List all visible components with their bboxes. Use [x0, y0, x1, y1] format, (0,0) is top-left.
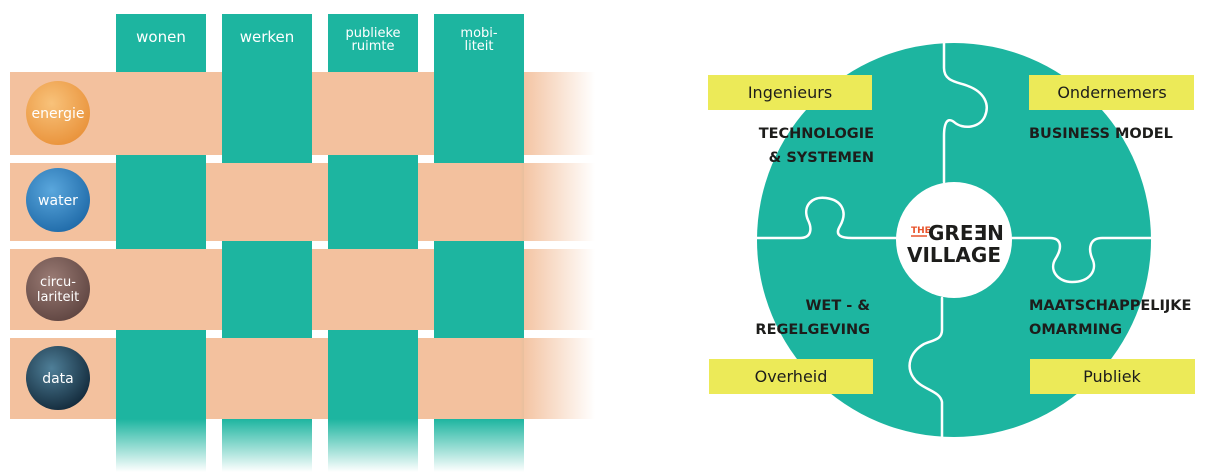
column-header-mobiliteit-line2: liteit — [464, 39, 493, 54]
theme-label-water: water — [38, 193, 78, 209]
row-fade-water — [520, 163, 595, 241]
theme-water: water — [26, 168, 90, 232]
row-fade-data — [520, 338, 595, 419]
theme-label-energie: energie — [32, 106, 85, 122]
theme-label-circulariteit-line1: circu- — [40, 275, 76, 290]
domain-maatschappelijke-line1: MAATSCHAPPELIJKE — [1029, 298, 1191, 314]
column-fade-mobiliteit — [434, 419, 524, 472]
domain-maatschappelijke-line2: OMARMING — [1029, 322, 1122, 338]
overlap-mobiliteit-energie — [434, 72, 524, 155]
domain-wet-regelgeving-line1: WET - & — [805, 298, 870, 314]
theme-data: data — [26, 346, 90, 410]
overlap-werken-circulariteit — [222, 249, 312, 330]
domain-business-model: BUSINESS MODEL — [1029, 126, 1173, 142]
overlap-publieke-ruimte-water — [328, 163, 418, 241]
column-fade-werken — [222, 419, 312, 472]
stakeholder-label-overheid: Overheid — [755, 367, 828, 386]
column-header-werken: werken — [240, 28, 295, 46]
theme-label-circulariteit-line2: lariteit — [37, 290, 79, 305]
stakeholder-overheid: Overheid — [709, 359, 873, 394]
stakeholder-ingenieurs: Ingenieurs — [708, 75, 872, 110]
column-header-wonen: wonen — [136, 28, 186, 46]
puzzle-diagram: THE GREƎN VILLAGE Ingenieurs Ondernemers… — [708, 43, 1195, 437]
column-fade-wonen — [116, 419, 206, 472]
overlap-werken-energie — [222, 72, 312, 155]
stakeholder-publiek: Publiek — [1030, 359, 1195, 394]
stakeholder-ondernemers: Ondernemers — [1029, 75, 1194, 110]
stakeholder-label-ondernemers: Ondernemers — [1057, 83, 1166, 102]
the-green-village-logo: THE GREƎN VILLAGE — [896, 182, 1012, 298]
overlap-mobiliteit-circulariteit — [434, 249, 524, 330]
domain-wet-regelgeving-line2: REGELGEVING — [755, 322, 870, 338]
row-fade-energie — [520, 72, 595, 155]
overlap-publieke-ruimte-data — [328, 338, 418, 419]
theme-energie: energie — [26, 81, 90, 145]
overlap-wonen-water — [116, 163, 206, 241]
domain-technologie-line2: & SYSTEMEN — [769, 150, 874, 166]
theme-circulariteit: circu- lariteit — [26, 257, 90, 321]
row-theme-circles: energie water circu- lariteit data — [26, 81, 90, 410]
logo-line1: GREƎN — [928, 221, 1004, 245]
theme-label-data: data — [42, 371, 74, 387]
logo-line2: VILLAGE — [907, 243, 1001, 267]
column-fade-publieke-ruimte — [328, 419, 418, 472]
stakeholder-label-ingenieurs: Ingenieurs — [748, 83, 832, 102]
row-fade-circulariteit — [520, 249, 595, 330]
stakeholder-label-publiek: Publiek — [1083, 367, 1141, 386]
column-header-publieke-ruimte-line2: ruimte — [352, 39, 395, 54]
domain-technologie-line1: TECHNOLOGIE — [759, 126, 874, 142]
overlap-wonen-data — [116, 338, 206, 419]
weave-diagram: wonen werken publieke ruimte mobi- litei… — [10, 14, 595, 472]
